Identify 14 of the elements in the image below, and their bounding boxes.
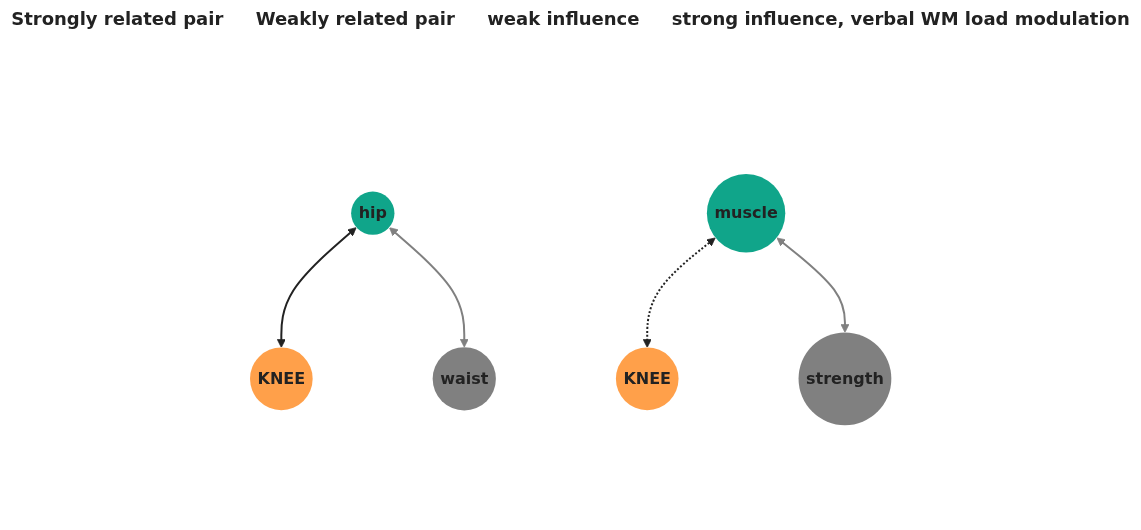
node-circle: waist xyxy=(432,347,496,411)
annotation-text: weak influence xyxy=(487,8,640,29)
node-circle: muscle xyxy=(706,174,786,253)
annotation-text: Weakly related pair xyxy=(255,8,455,29)
arrow xyxy=(642,237,716,349)
node-circle: hip xyxy=(350,191,395,236)
node-circle: KNEE xyxy=(249,347,313,411)
arrow xyxy=(388,227,469,348)
arrow xyxy=(776,237,850,334)
node-circle: strength xyxy=(798,332,892,426)
node-circle: KNEE xyxy=(615,347,679,411)
annotation-text: Strongly related pair xyxy=(11,8,224,29)
arrow xyxy=(276,227,357,349)
annotation-text: strong influence, verbal WM load modulation xyxy=(671,8,1130,29)
